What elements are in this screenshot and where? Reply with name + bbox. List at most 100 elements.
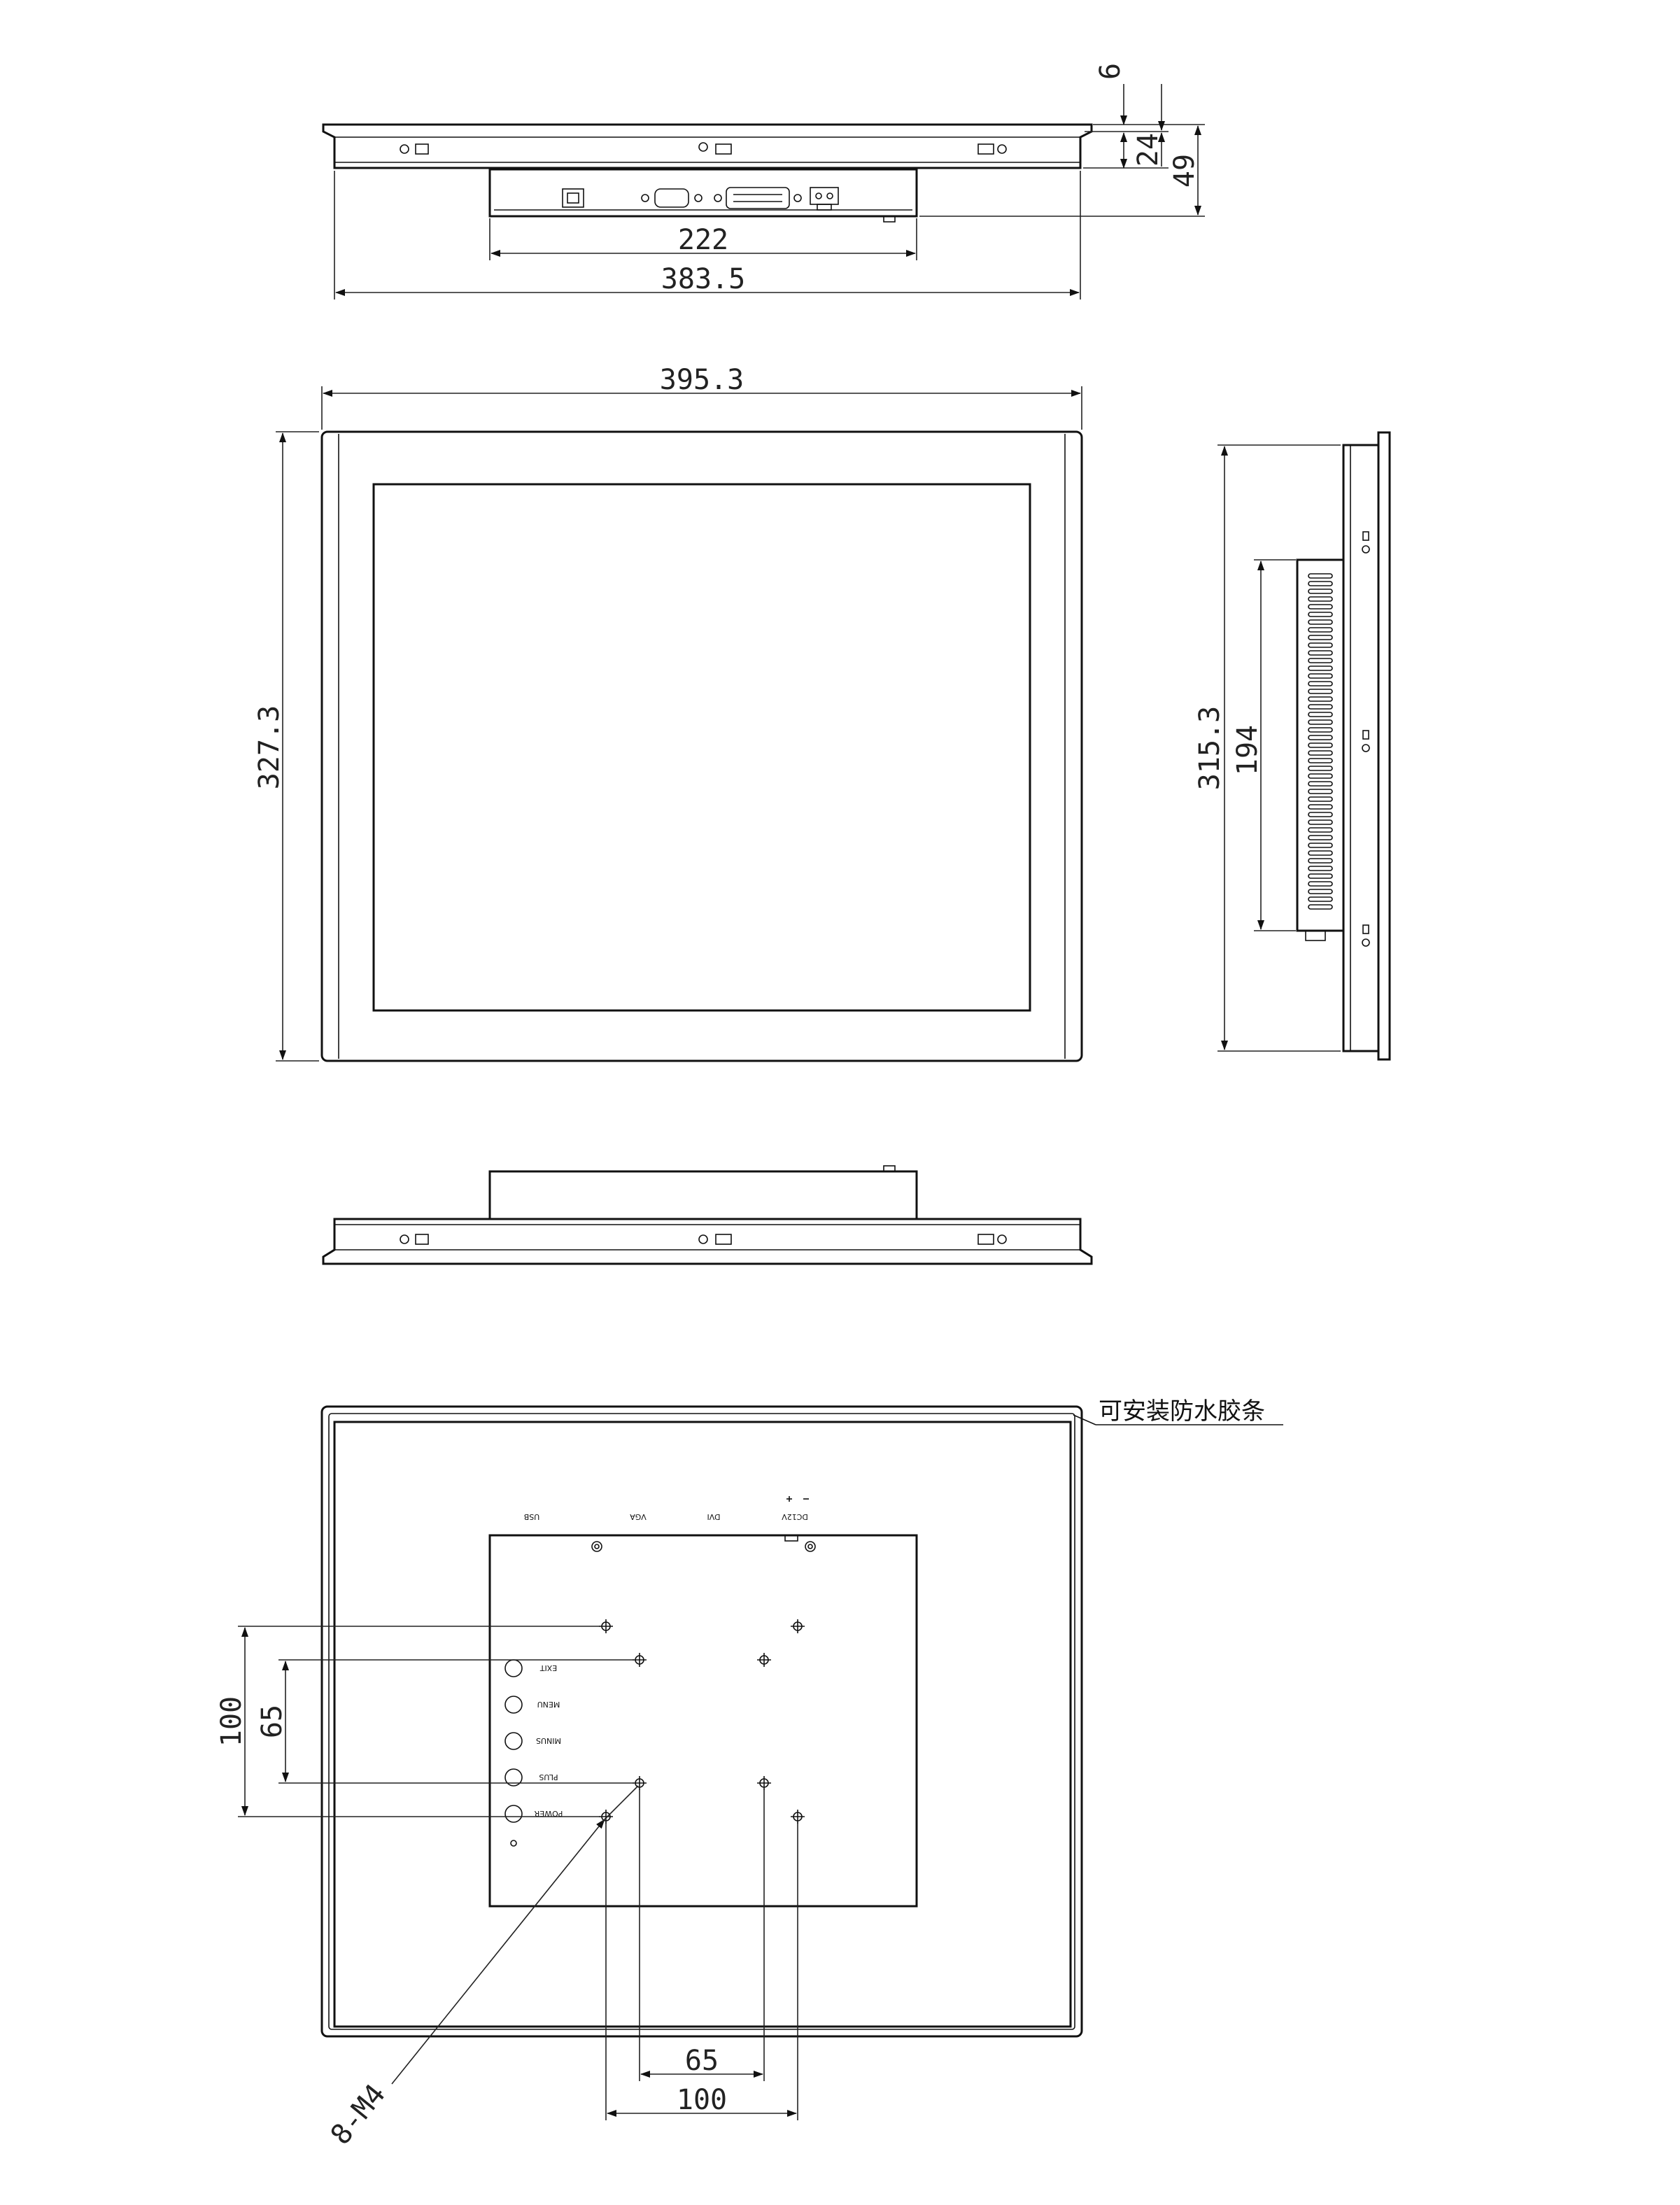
port-labels: USB VGA DVI DC12V [524, 1496, 809, 1521]
bottom-mounting-slots [400, 1234, 1007, 1245]
vent-slot [1308, 635, 1333, 640]
dim-front-height: 327.3 [253, 705, 285, 789]
side-bezel [1377, 431, 1391, 1061]
dimension-vesa-vertical: 100 65 [216, 1626, 634, 1817]
port-label-usb: USB [524, 1512, 540, 1521]
vent-slot [1308, 712, 1333, 717]
vent-slot [1308, 573, 1333, 579]
exit-button-icon [504, 1659, 523, 1677]
vent-slot [1308, 689, 1333, 694]
vent-slot [1308, 804, 1333, 810]
btn-label-plus: PLUS [539, 1773, 558, 1782]
dc-port-icon [810, 187, 839, 205]
dim-v100: 100 [216, 1696, 248, 1747]
dim-h65: 65 [685, 2045, 719, 2077]
side-body [1342, 444, 1380, 1052]
minus-button-icon [504, 1732, 523, 1750]
vent-slot [1308, 665, 1333, 671]
back-outer-frame [320, 1405, 1083, 2038]
dim-body-width: 383.5 [661, 263, 745, 295]
front-view: 395.3 327.3 [253, 364, 1083, 1062]
vent-slot [1308, 750, 1333, 756]
plus-button-icon [504, 1768, 523, 1787]
dim-box-width: 222 [678, 224, 728, 256]
dimension-327-3: 327.3 [253, 431, 319, 1062]
vent-slot [1308, 896, 1333, 902]
btn-label-power: POWER [534, 1809, 563, 1818]
btn-label-minus: MINUS [536, 1736, 561, 1745]
vent-slot [1308, 796, 1333, 802]
vent-slot [1308, 658, 1333, 663]
bottom-view [322, 1165, 1093, 1265]
vent-slot [1308, 589, 1333, 594]
vent-slot [1308, 627, 1333, 633]
dimension-194: 194 [1231, 559, 1296, 931]
vent-slot [1308, 881, 1333, 887]
dim-front-width: 395.3 [660, 364, 744, 396]
dim-side-height: 315.3 [1194, 706, 1226, 790]
connector-icons [562, 187, 839, 211]
front-bezel [320, 430, 1083, 1062]
bottom-bezel [322, 1218, 1093, 1265]
dim-total-depth: 49 [1169, 154, 1201, 188]
back-gasket-groove [333, 1421, 1072, 2028]
vent-slot [1308, 650, 1333, 656]
vent-slot [1308, 781, 1333, 787]
dimension-395-3: 395.3 [321, 364, 1082, 430]
vent-slot [1308, 742, 1333, 748]
dimension-222: 222 [489, 218, 917, 260]
dim-bezel: 24 [1132, 133, 1164, 167]
menu-button-icon [504, 1696, 523, 1714]
vent-slot [1308, 789, 1333, 794]
vent-slot [1308, 819, 1333, 825]
screw-callout: 8-M4 [325, 1785, 639, 2151]
power-button-icon [504, 1805, 523, 1823]
dim-vent: 194 [1231, 725, 1264, 775]
vent-slot [1308, 735, 1333, 740]
back-view: 可安装防水胶条 USB VGA DVI DC12V [216, 1397, 1283, 2151]
vent-slot [1308, 766, 1333, 771]
vent-slot [1308, 850, 1333, 856]
mounting-slots [400, 142, 1007, 155]
dim-v65: 65 [256, 1705, 288, 1738]
dvi-port-icon [726, 187, 790, 209]
vent-slot [1308, 612, 1333, 617]
vent-slot [1308, 581, 1333, 586]
vent-slot [1308, 843, 1333, 848]
vent-slot [1308, 696, 1333, 702]
vent-slot [1308, 596, 1333, 602]
side-screws [1362, 531, 1370, 947]
btn-label-menu: MENU [537, 1700, 560, 1709]
vent-slot [1308, 866, 1333, 871]
osd-buttons: EXIT MENU MINUS PLUS POWER [504, 1659, 563, 1847]
depth-dimensions: 6 24 49 [919, 63, 1205, 217]
vent-slot [1308, 812, 1333, 817]
power-led-icon [510, 1840, 517, 1847]
vent-slot [1308, 604, 1333, 610]
display-area [372, 483, 1031, 1012]
port-label-dc: DC12V [782, 1512, 808, 1521]
waterproof-strip-note: 可安装防水胶条 [1099, 1397, 1265, 1425]
dim-h100: 100 [677, 2084, 727, 2116]
vent-slot [1308, 873, 1333, 879]
vga-port-icon [654, 188, 689, 208]
bottom-box [488, 1170, 918, 1220]
top-view: 222 383.5 6 24 49 [322, 63, 1205, 300]
screw-spec: 8-M4 [325, 2078, 392, 2151]
vent-slot [1308, 773, 1333, 779]
dim-panel-depth: 6 [1094, 63, 1127, 80]
vent-slot [1308, 719, 1333, 725]
vesa-holes [599, 1619, 805, 1824]
side-box [1296, 558, 1345, 932]
vent-slot [1308, 681, 1333, 686]
port-label-dvi: DVI [707, 1512, 720, 1521]
vent-slot [1308, 704, 1333, 710]
vent-slot [1308, 889, 1333, 894]
dimension-315-3: 315.3 [1194, 444, 1341, 1052]
vent-slot [1308, 673, 1333, 679]
vent-slot [1308, 827, 1333, 833]
dimension-383-5: 383.5 [334, 171, 1081, 300]
vent-slot [1308, 758, 1333, 763]
vent-slot [1308, 619, 1333, 625]
